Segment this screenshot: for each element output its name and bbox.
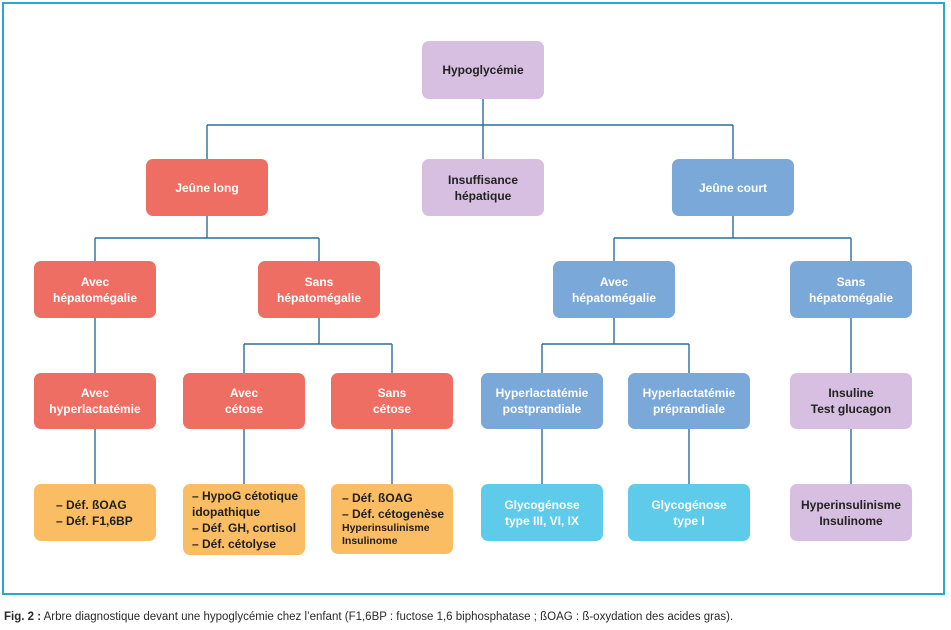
node-label-line: Avec: [229, 386, 259, 400]
node-label-line: Insuffisance: [447, 172, 519, 187]
node-court-avec-hepatomegalie: Avec hépatomégalie: [553, 261, 675, 318]
leaf-glycogenose-type-1: Glycogénose type I: [628, 484, 750, 541]
node-label-line: Sans: [377, 386, 407, 400]
leaf-deficits-boag-f16bp: – Déf. ßOAG – Déf. F1,6BP: [34, 484, 156, 541]
node-insuline-test-glucagon: Insuline Test glucagon: [790, 373, 912, 429]
node-long-avec-hepatomegalie: Avec hépatomégalie: [34, 261, 156, 318]
node-hypoglycemie: Hypoglycémie: [422, 41, 544, 99]
leaf-hyperinsulinisme-insulinome: Hyperinsulinisme Insulinome: [790, 484, 912, 541]
node-label-line: Sans: [304, 274, 334, 289]
leaf-line: – HypoG cétotique: [192, 488, 299, 503]
node-court-sans-hepatomegalie: Sans hépatomégalie: [790, 261, 912, 318]
leaf-line: idopathique: [192, 504, 260, 519]
node-label-line: hépatique: [454, 188, 512, 203]
node-label-line: Test glucagon: [810, 402, 892, 416]
leaf-glycogenose-type-3-6-9: Glycogénose type III, VI, IX: [481, 484, 603, 541]
leaf-hypog-cetotique: – HypoG cétotique idopathique – Déf. GH,…: [183, 484, 305, 555]
leaf-line: Hyperinsulinisme: [342, 522, 430, 534]
leaf-line: – Déf. cétolyse: [192, 536, 277, 551]
caption-label: Fig. 2 :: [4, 611, 42, 623]
node-label-line: Avec: [80, 274, 110, 289]
node-label-line: Hyperlactatémie: [642, 386, 736, 400]
leaf-line: – Déf. ßOAG: [342, 491, 413, 505]
node-label-line: Avec: [599, 274, 629, 289]
caption-text: Arbre diagnostique devant une hypoglycém…: [41, 611, 734, 623]
leaf-sans-cetose-deficits: – Déf. ßOAG – Déf. cétogenèse Hyperinsul…: [331, 484, 453, 554]
node-label-line: Avec: [80, 386, 110, 400]
node-label: Hypoglycémie: [442, 63, 524, 77]
node-avec-cetose: Avec cétose: [183, 373, 305, 429]
node-hyperlactatemie-preprandiale: Hyperlactatémie préprandiale: [628, 373, 750, 429]
leaf-line: – Déf. ßOAG: [56, 497, 127, 512]
node-label-line: cétose: [372, 402, 412, 416]
node-hyperlactatemie-postprandiale: Hyperlactatémie postprandiale: [481, 373, 603, 429]
node-insuffisance-hepatique: Insuffisance hépatique: [422, 159, 544, 216]
node-label-line: hépatomégalie: [571, 290, 657, 305]
leaf-line: Glycogénose: [504, 497, 580, 512]
node-label-line: hépatomégalie: [276, 290, 362, 305]
node-jeune-court: Jeûne court: [672, 159, 794, 216]
leaf-line: – Déf. cétogenèse: [342, 507, 445, 521]
node-jeune-long: Jeûne long: [146, 159, 268, 216]
leaf-line: Glycogénose: [651, 497, 727, 512]
node-label-line: hépatomégalie: [808, 290, 894, 305]
node-label-line: cétose: [224, 402, 264, 416]
node-label-line: hyperlactatémie: [49, 402, 141, 416]
node-label-line: postprandiale: [502, 402, 582, 416]
node-label-line: Sans: [836, 274, 866, 289]
node-long-sans-hepatomegalie: Sans hépatomégalie: [258, 261, 380, 318]
node-label-line: Hyperlactatémie: [495, 386, 589, 400]
leaf-line: type III, VI, IX: [504, 513, 579, 528]
node-label: Jeûne long: [175, 180, 239, 195]
leaf-line: Insulinome: [342, 535, 398, 547]
node-label-line: hépatomégalie: [52, 290, 138, 305]
figure-frame: [2, 2, 945, 595]
node-label-line: préprandiale: [652, 402, 726, 416]
figure-caption: Fig. 2 : Arbre diagnostique devant une h…: [4, 611, 733, 623]
node-sans-cetose: Sans cétose: [331, 373, 453, 429]
node-avec-hyperlactatemie: Avec hyperlactatémie: [34, 373, 156, 429]
node-label-line: Insuline: [828, 386, 874, 400]
node-label: Jeûne court: [698, 180, 767, 195]
leaf-line: – Déf. F1,6BP: [56, 513, 133, 528]
leaf-line: Hyperinsulinisme: [800, 497, 902, 512]
leaf-line: Insulinome: [819, 513, 883, 528]
leaf-line: type I: [673, 513, 705, 528]
leaf-line: – Déf. GH, cortisol: [192, 520, 297, 535]
